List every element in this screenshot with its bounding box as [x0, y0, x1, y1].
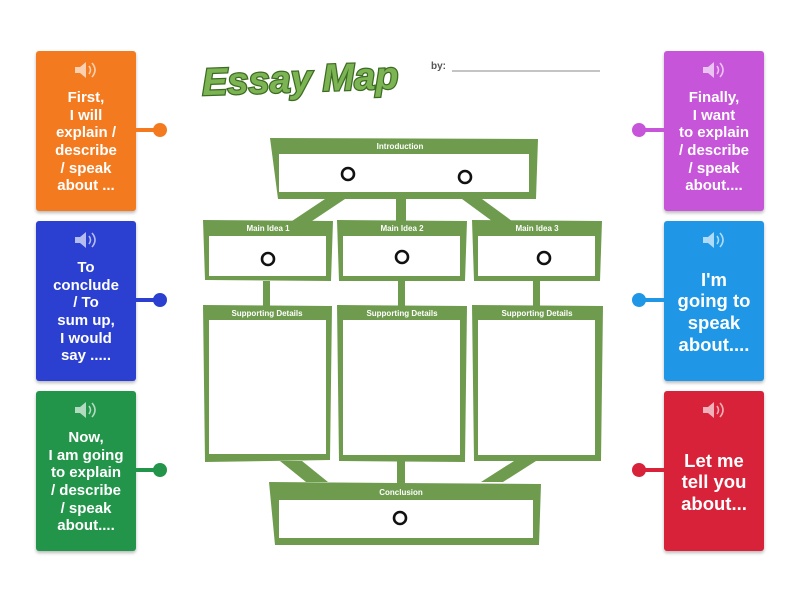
drop-target-main-1[interactable] [260, 251, 276, 267]
card-label: Now, I am going to explain / describe / … [48, 429, 124, 535]
main-idea-3-header: Main Idea 3 [515, 224, 559, 233]
card-to-conclude[interactable]: To conclude / To sum up, I would say ...… [36, 221, 136, 381]
by-label: by: [431, 61, 446, 72]
supporting-details-1-header: Supporting Details [231, 309, 303, 318]
card-connector [640, 128, 664, 132]
introduction-header: Introduction [377, 142, 424, 151]
speaker-icon[interactable] [73, 399, 99, 421]
card-label: First, I will explain / describe / speak… [55, 89, 117, 195]
card-label: I'm going to speak about.... [677, 268, 751, 355]
card-connector [640, 298, 664, 302]
speaker-icon[interactable] [701, 399, 727, 421]
conclusion-header: Conclusion [379, 488, 423, 497]
speaker-icon[interactable] [73, 229, 99, 251]
speaker-icon[interactable] [701, 59, 727, 81]
card-im-going-to[interactable]: I'm going to speak about.... [664, 221, 764, 381]
drop-target-main-3[interactable] [536, 250, 552, 266]
card-let-me-tell[interactable]: Let me tell you about... [664, 391, 764, 551]
speaker-icon[interactable] [701, 229, 727, 251]
drop-target-conclusion[interactable] [392, 510, 408, 526]
card-connector [136, 128, 160, 132]
card-pin[interactable] [632, 463, 646, 477]
speaker-icon[interactable] [73, 59, 99, 81]
card-label: Let me tell you about... [681, 449, 747, 514]
worksheet-title: Essay Map [201, 55, 399, 104]
drop-target-intro-1[interactable] [340, 166, 356, 182]
card-connector [136, 468, 160, 472]
card-pin[interactable] [632, 293, 646, 307]
card-finally[interactable]: Finally, I want to explain / describe / … [664, 51, 764, 211]
main-idea-1-header: Main Idea 1 [246, 224, 290, 233]
card-pin[interactable] [153, 463, 167, 477]
card-pin[interactable] [153, 293, 167, 307]
card-connector [136, 298, 160, 302]
card-label: Finally, I want to explain / describe / … [678, 89, 750, 195]
supporting-details-2-header: Supporting Details [366, 309, 438, 318]
supporting-details-3-header: Supporting Details [501, 309, 573, 318]
card-pin[interactable] [153, 123, 167, 137]
card-label: To conclude / To sum up, I would say ...… [53, 259, 119, 365]
card-pin[interactable] [632, 123, 646, 137]
card-connector [640, 468, 664, 472]
card-first[interactable]: First, I will explain / describe / speak… [36, 51, 136, 211]
drop-target-main-2[interactable] [394, 249, 410, 265]
main-idea-2-header: Main Idea 2 [380, 224, 424, 233]
drop-target-intro-2[interactable] [457, 169, 473, 185]
card-now[interactable]: Now, I am going to explain / describe / … [36, 391, 136, 551]
